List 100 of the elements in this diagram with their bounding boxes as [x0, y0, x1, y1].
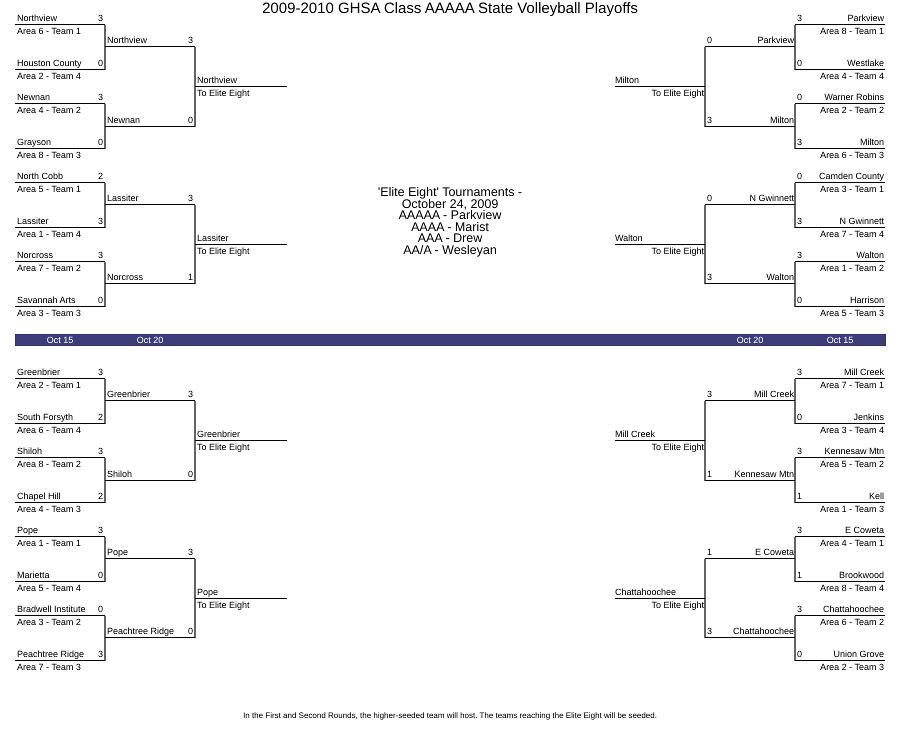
score: 3 — [796, 446, 804, 457]
bracket-slot — [15, 569, 105, 594]
score: 0 — [96, 570, 104, 581]
team-name: Northview — [17, 13, 58, 24]
team-name: Bradwell Institute — [17, 604, 86, 615]
bracket-slot — [795, 490, 885, 515]
team-name: Walton — [856, 250, 884, 261]
team-name: N Gwinnett — [749, 193, 794, 204]
bracket-connector — [794, 104, 796, 127]
bracket-slot — [795, 170, 885, 195]
seed-label: Area 3 - Team 4 — [819, 425, 885, 436]
date-label: Oct 15 — [46, 334, 74, 346]
bracket-connector — [194, 441, 196, 481]
score: 3 — [96, 649, 104, 660]
advance-note: To Elite Eight — [196, 600, 251, 611]
bracket-slot — [705, 388, 795, 401]
bracket-connector — [194, 559, 196, 599]
bracket-slot — [15, 215, 105, 240]
score: 3 — [96, 92, 104, 103]
bracket-slot — [15, 294, 105, 319]
team-name: Lassiter — [17, 216, 49, 227]
team-name: Warner Robins — [824, 92, 884, 103]
bracket-slot — [15, 57, 105, 82]
bracket-slot — [195, 232, 287, 257]
score: 0 — [796, 412, 804, 423]
bracket-slot — [15, 524, 105, 549]
team-name: Parkview — [757, 35, 794, 46]
score: 0 — [96, 604, 104, 615]
bracket-connector — [794, 127, 796, 149]
advance-note: To Elite Eight — [196, 88, 251, 99]
seed-label: Area 4 - Team 1 — [819, 538, 885, 549]
seed-label: Area 5 - Team 2 — [819, 459, 885, 470]
team-name: Jenkins — [853, 412, 884, 423]
seed-label: Area 1 - Team 4 — [16, 229, 82, 240]
bracket-slot — [105, 271, 195, 284]
score: 3 — [96, 367, 104, 378]
bracket-connector — [704, 401, 706, 441]
bracket-slot — [15, 91, 105, 116]
advance-note: To Elite Eight — [650, 88, 705, 99]
class-host: AAAA - Marist — [411, 222, 489, 233]
seed-label: Area 4 - Team 3 — [16, 504, 82, 515]
team-name: Peachtree Ridge — [17, 649, 84, 660]
footnote: In the First and Second Rounds, the higher-seeded team will host. The teams reaching the Elite Eight will be seeded. — [242, 711, 658, 721]
bracket-slot — [795, 249, 885, 274]
score: 3 — [96, 525, 104, 536]
bracket-connector — [104, 401, 106, 424]
bracket-connector — [194, 47, 196, 87]
date-label: Oct 20 — [136, 334, 164, 346]
bracket-connector — [104, 262, 106, 284]
bracket-connector — [794, 205, 796, 228]
score: 1 — [796, 491, 804, 502]
team-name: Lassiter — [197, 233, 229, 244]
score: 0 — [796, 649, 804, 660]
score: 1 — [706, 547, 714, 558]
seed-label: Area 1 - Team 1 — [16, 538, 82, 549]
bracket-slot — [705, 192, 795, 205]
team-name: E Coweta — [844, 525, 884, 536]
team-name: Kennesaw Mtn — [734, 469, 794, 480]
bracket-connector — [704, 599, 706, 638]
seed-label: Area 7 - Team 1 — [819, 380, 885, 391]
score: 3 — [96, 250, 104, 261]
bracket-slot — [105, 114, 195, 127]
bracket-connector — [194, 599, 196, 638]
team-name: Milton — [860, 137, 884, 148]
team-name: Lassiter — [107, 193, 139, 204]
advance-note: To Elite Eight — [196, 442, 251, 453]
team-name: Parkview — [847, 13, 884, 24]
team-name: Mill Creek — [754, 389, 794, 400]
bracket-slot — [705, 625, 795, 638]
seed-label: Area 7 - Team 4 — [819, 229, 885, 240]
bracket-connector — [704, 47, 706, 87]
team-name: South Forsyth — [17, 412, 74, 423]
bracket-slot — [15, 648, 105, 673]
bracket-connector — [104, 127, 106, 149]
seed-label: Area 2 - Team 1 — [16, 380, 82, 391]
team-name: Pope — [17, 525, 38, 536]
bracket-connector — [794, 262, 796, 284]
bracket-slot — [15, 170, 105, 195]
score: 0 — [796, 92, 804, 103]
team-name: Chattahoochee — [615, 587, 676, 598]
bracket-slot — [705, 114, 795, 127]
team-name: Peachtree Ridge — [107, 626, 174, 637]
bracket-connector — [104, 481, 106, 503]
score: 3 — [706, 626, 714, 637]
bracket-connector — [104, 638, 106, 661]
seed-label: Area 5 - Team 3 — [819, 308, 885, 319]
bracket-slot — [795, 91, 885, 116]
score: 0 — [796, 58, 804, 69]
score: 3 — [186, 389, 194, 400]
advance-note: To Elite Eight — [650, 442, 705, 453]
seed-label: Area 8 - Team 1 — [819, 26, 885, 37]
bracket-slot — [705, 468, 795, 481]
bracket-slot — [795, 524, 885, 549]
score: 3 — [706, 272, 714, 283]
team-name: N Gwinnett — [839, 216, 884, 227]
seed-label: Area 3 - Team 1 — [819, 184, 885, 195]
score: 1 — [796, 570, 804, 581]
bracket-connector — [794, 401, 796, 424]
seed-label: Area 5 - Team 1 — [16, 184, 82, 195]
bracket-connector — [794, 537, 796, 559]
